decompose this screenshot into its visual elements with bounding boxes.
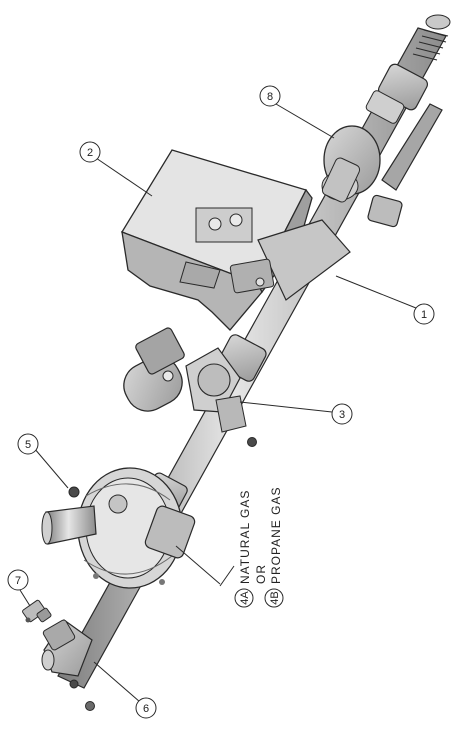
plug-part-5 bbox=[69, 487, 79, 497]
gas-type-note: 4A 4B NATURAL GAS OR PROPANE GAS bbox=[220, 487, 283, 607]
callout-2: 2 bbox=[80, 142, 100, 162]
callout-3-label: 3 bbox=[339, 409, 345, 421]
main-pipe bbox=[58, 15, 450, 688]
callout-4b-label: 4B bbox=[269, 591, 281, 604]
gas-note-propane: PROPANE GAS bbox=[269, 487, 283, 584]
callout-4b: 4B bbox=[265, 589, 283, 607]
gas-note-natural: NATURAL GAS bbox=[238, 490, 252, 584]
callout-1-label: 1 bbox=[421, 309, 427, 321]
callout-7-label: 7 bbox=[15, 575, 21, 587]
gas-note-or: OR bbox=[254, 564, 268, 584]
callout-4a: 4A bbox=[235, 589, 253, 607]
callout-2-label: 2 bbox=[87, 147, 93, 159]
callout-8: 8 bbox=[260, 86, 280, 106]
callout-6: 6 bbox=[136, 698, 156, 718]
callout-5-label: 5 bbox=[25, 439, 31, 451]
callout-7: 7 bbox=[8, 570, 28, 590]
callout-6-label: 6 bbox=[143, 703, 149, 715]
test-fitting-part-7 bbox=[22, 600, 52, 623]
callout-4a-label: 4A bbox=[239, 591, 251, 605]
callout-3: 3 bbox=[332, 404, 352, 424]
callout-5: 5 bbox=[18, 434, 38, 454]
callout-8-label: 8 bbox=[267, 91, 273, 103]
callout-1: 1 bbox=[414, 304, 434, 324]
